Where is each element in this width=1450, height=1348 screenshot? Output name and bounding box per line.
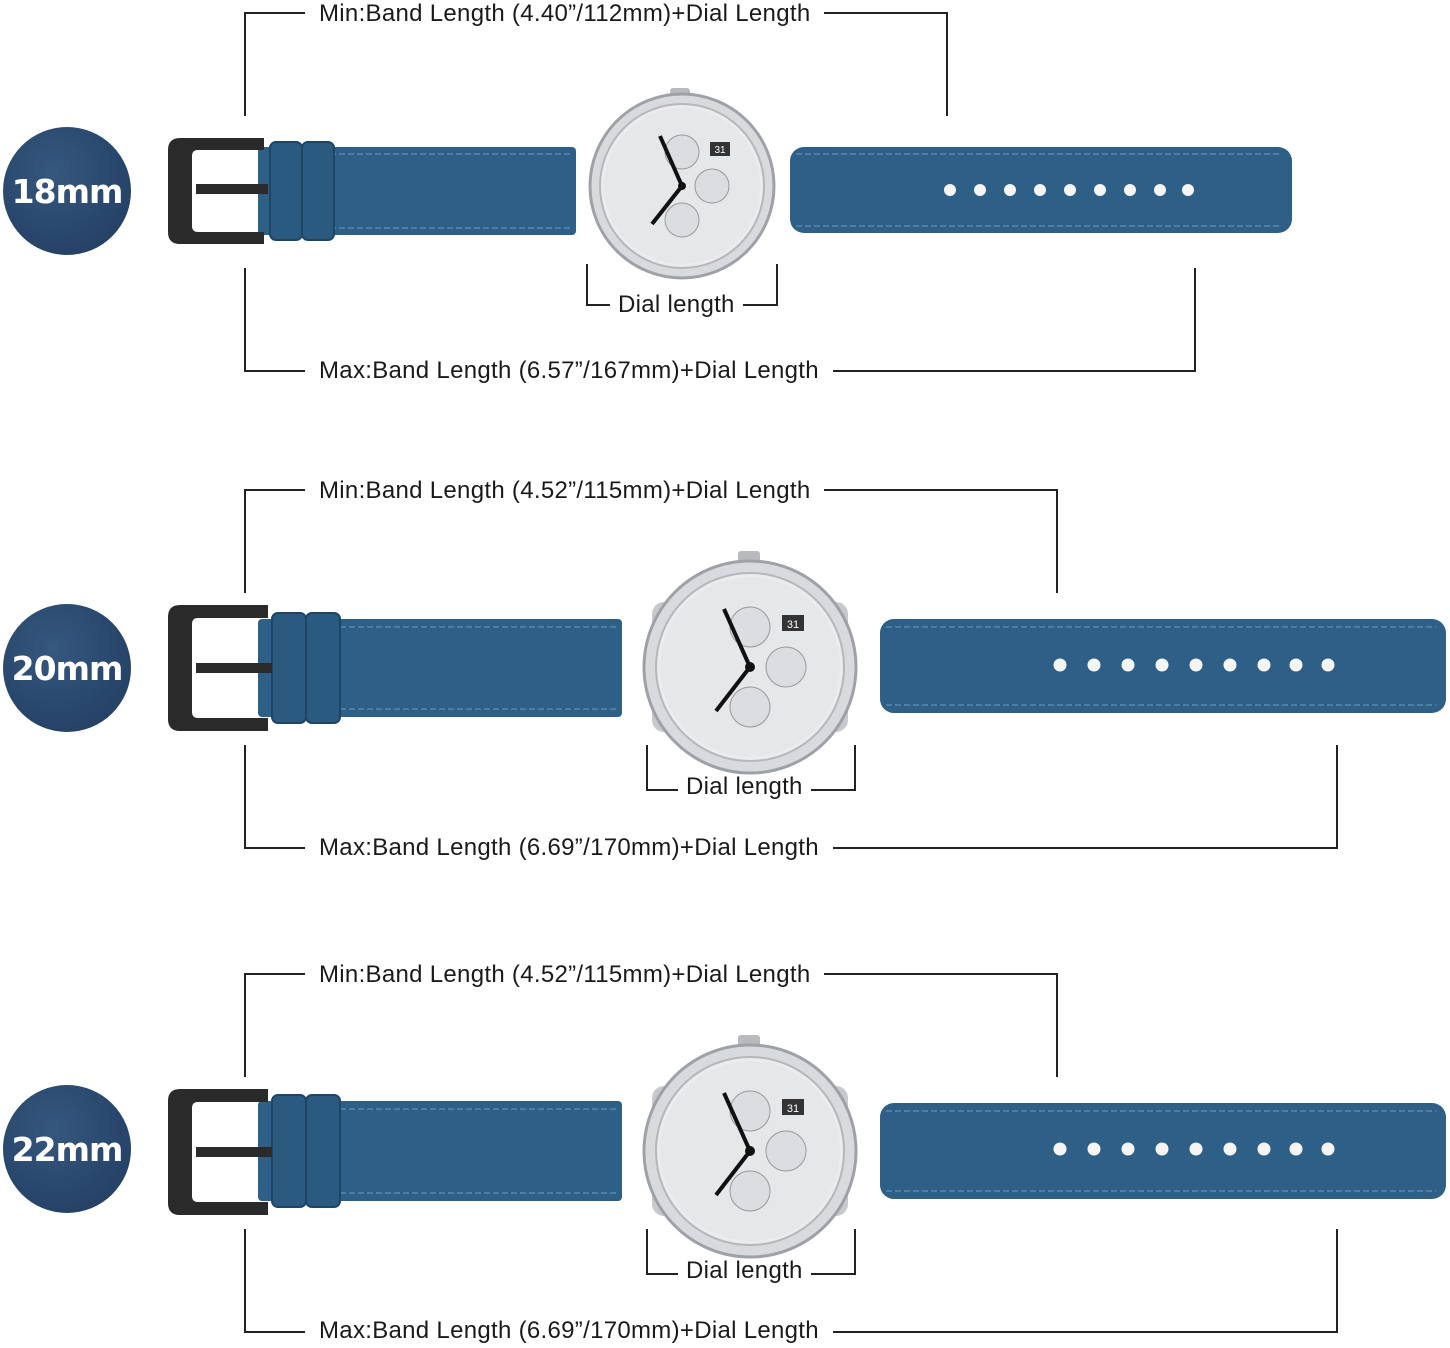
strap-keeper (269, 141, 303, 241)
strap-keeper (301, 141, 335, 241)
size-badge-label: 18mm (11, 171, 124, 211)
max-length-label: Max:Band Length (6.69”/170mm)+Dial Lengt… (305, 834, 833, 862)
strap-keeper (305, 612, 341, 724)
buckle-strap (258, 147, 576, 235)
min-length-label: Min:Band Length (4.52”/115mm)+Dial Lengt… (305, 961, 825, 989)
size-badge-label: 20mm (11, 648, 124, 688)
max-length-label: Max:Band Length (6.69”/170mm)+Dial Lengt… (305, 1317, 833, 1345)
buckle-strap (258, 619, 622, 717)
buckle-strap (258, 1101, 622, 1201)
max-length-label: Max:Band Length (6.57”/167mm)+Dial Lengt… (305, 357, 833, 385)
date-window: 31 (787, 619, 799, 631)
strap-keeper (271, 612, 307, 724)
strap-keeper (305, 1094, 341, 1208)
date-window: 31 (714, 145, 726, 156)
dial-length-label: Dial length (678, 1257, 811, 1285)
dial-length-label: Dial length (678, 773, 811, 801)
strap-row-18mm: 18mm Min:Band Length (4.40”/112mm)+Dial … (0, 0, 1450, 400)
date-window: 31 (787, 1103, 799, 1115)
buckle-icon (168, 1089, 272, 1215)
min-length-label: Min:Band Length (4.52”/115mm)+Dial Lengt… (305, 477, 825, 505)
strap-holes (1053, 658, 1335, 672)
size-badge: 20mm (3, 604, 131, 732)
dial-length-label: Dial length (610, 291, 743, 319)
watch-head-icon: 31 (588, 88, 776, 280)
watch-strap-illustration: 31 (168, 551, 1446, 775)
strap-row-22mm: 22mm Min:Band Length (4.52”/115mm)+Dial … (0, 961, 1450, 1348)
size-badge: 18mm (3, 127, 131, 255)
watch-strap-illustration: 31 (168, 1035, 1446, 1259)
watch-strap-illustration: 31 (168, 88, 1292, 280)
strap-holes (1053, 1142, 1335, 1156)
strap-holes (944, 184, 1194, 196)
watch-head-icon: 31 (642, 551, 858, 775)
strap-keeper (271, 1094, 307, 1208)
min-length-label: Min:Band Length (4.40”/112mm)+Dial Lengt… (305, 0, 825, 28)
size-badge-label: 22mm (11, 1129, 124, 1169)
buckle-icon (168, 138, 268, 244)
watch-head-icon: 31 (642, 1035, 858, 1259)
size-badge: 22mm (3, 1085, 131, 1213)
buckle-icon (168, 605, 272, 731)
strap-row-20mm: 20mm Min:Band Length (4.52”/115mm)+Dial … (0, 477, 1450, 877)
